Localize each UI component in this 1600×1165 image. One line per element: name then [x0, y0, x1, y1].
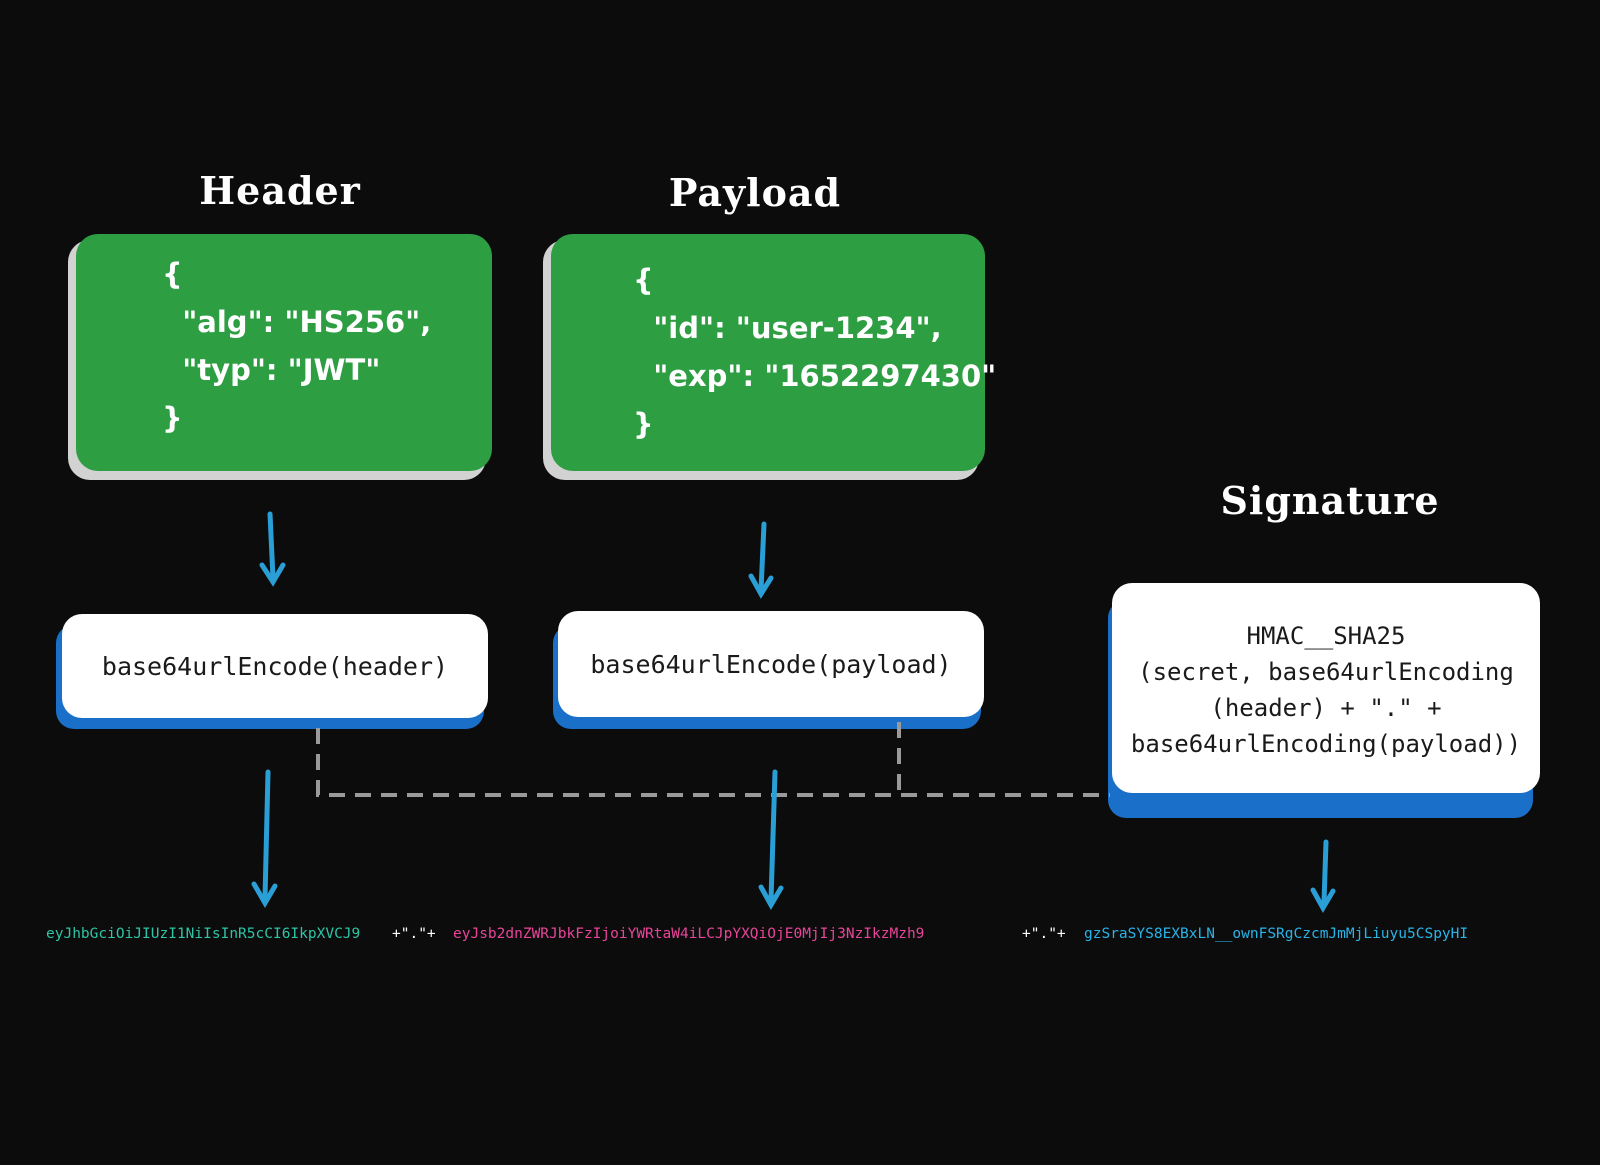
signature-box: HMAC__SHA25 (secret, base64urlEncoding (… — [1112, 583, 1540, 793]
header-json-box: { "alg": "HS256", "typ": "JWT" } — [76, 234, 492, 471]
signature-formula-line: (secret, base64urlEncoding — [1138, 658, 1514, 686]
arrow-down-icon — [259, 511, 286, 587]
payload-json-line: "id": "user-1234", — [633, 311, 942, 345]
signature-title: Signature — [1220, 478, 1440, 523]
payload-encode-label: base64urlEncode(payload) — [590, 649, 952, 679]
payload-json-box: { "id": "user-1234", "exp": "1652297430"… — [551, 234, 997, 471]
header-json-line: "alg": "HS256", — [162, 305, 432, 339]
arrow-down-icon — [758, 769, 784, 911]
arrow-down-icon — [748, 521, 774, 599]
header-json-line: } — [162, 401, 183, 435]
token-separator: +"."+ — [392, 926, 436, 942]
signature-formula-line: HMAC__SHA25 — [1246, 622, 1406, 650]
signature-formula-line: (header) + "." + — [1210, 694, 1442, 722]
signature-formula-line: base64urlEncoding(payload)) — [1130, 730, 1522, 758]
header-title: Header — [199, 168, 361, 213]
payload-title: Payload — [668, 170, 842, 215]
token-separator: +"."+ — [1022, 926, 1066, 942]
payload-json-line: "exp": "1652297430" — [633, 359, 997, 393]
payload-json-line: { — [633, 263, 654, 297]
token-header-part: eyJhbGciOiJIUzI1NiIsInR5cCI6IkpXVCJ9 — [46, 926, 361, 942]
header-json-line: { — [162, 257, 183, 291]
payload-encode-box: base64urlEncode(payload) — [558, 611, 984, 717]
dashed-connector — [316, 722, 1110, 797]
header-encode-label: base64urlEncode(header) — [101, 651, 449, 681]
payload-json-line: } — [633, 407, 654, 441]
token-signature-part: gzSraSYS8EXBxLN__ownFSRgCzcmJmMjLiuyu5CS… — [1084, 926, 1469, 942]
header-encode-box: base64urlEncode(header) — [62, 614, 488, 718]
token-payload-part: eyJsb2dnZWRJbkFzIjoiYWRtaW4iLCJpYXQiOjE0… — [453, 926, 925, 942]
header-json-line: "typ": "JWT" — [162, 353, 381, 387]
arrow-down-icon — [251, 769, 278, 908]
arrow-down-icon — [1310, 839, 1336, 914]
